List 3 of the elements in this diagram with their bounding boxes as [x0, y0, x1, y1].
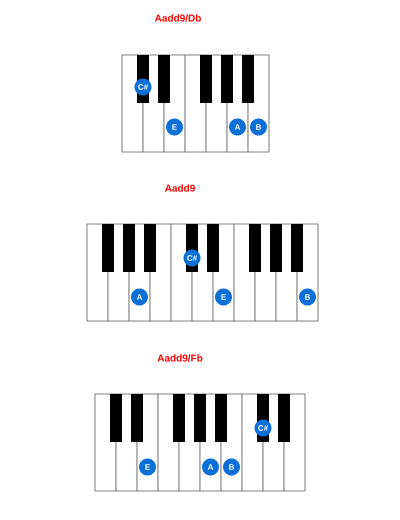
- chord-title: Aadd9: [164, 184, 195, 192]
- chord-title: Aadd9/Fb: [157, 354, 202, 362]
- chord-title: Aadd9/Db: [154, 14, 201, 22]
